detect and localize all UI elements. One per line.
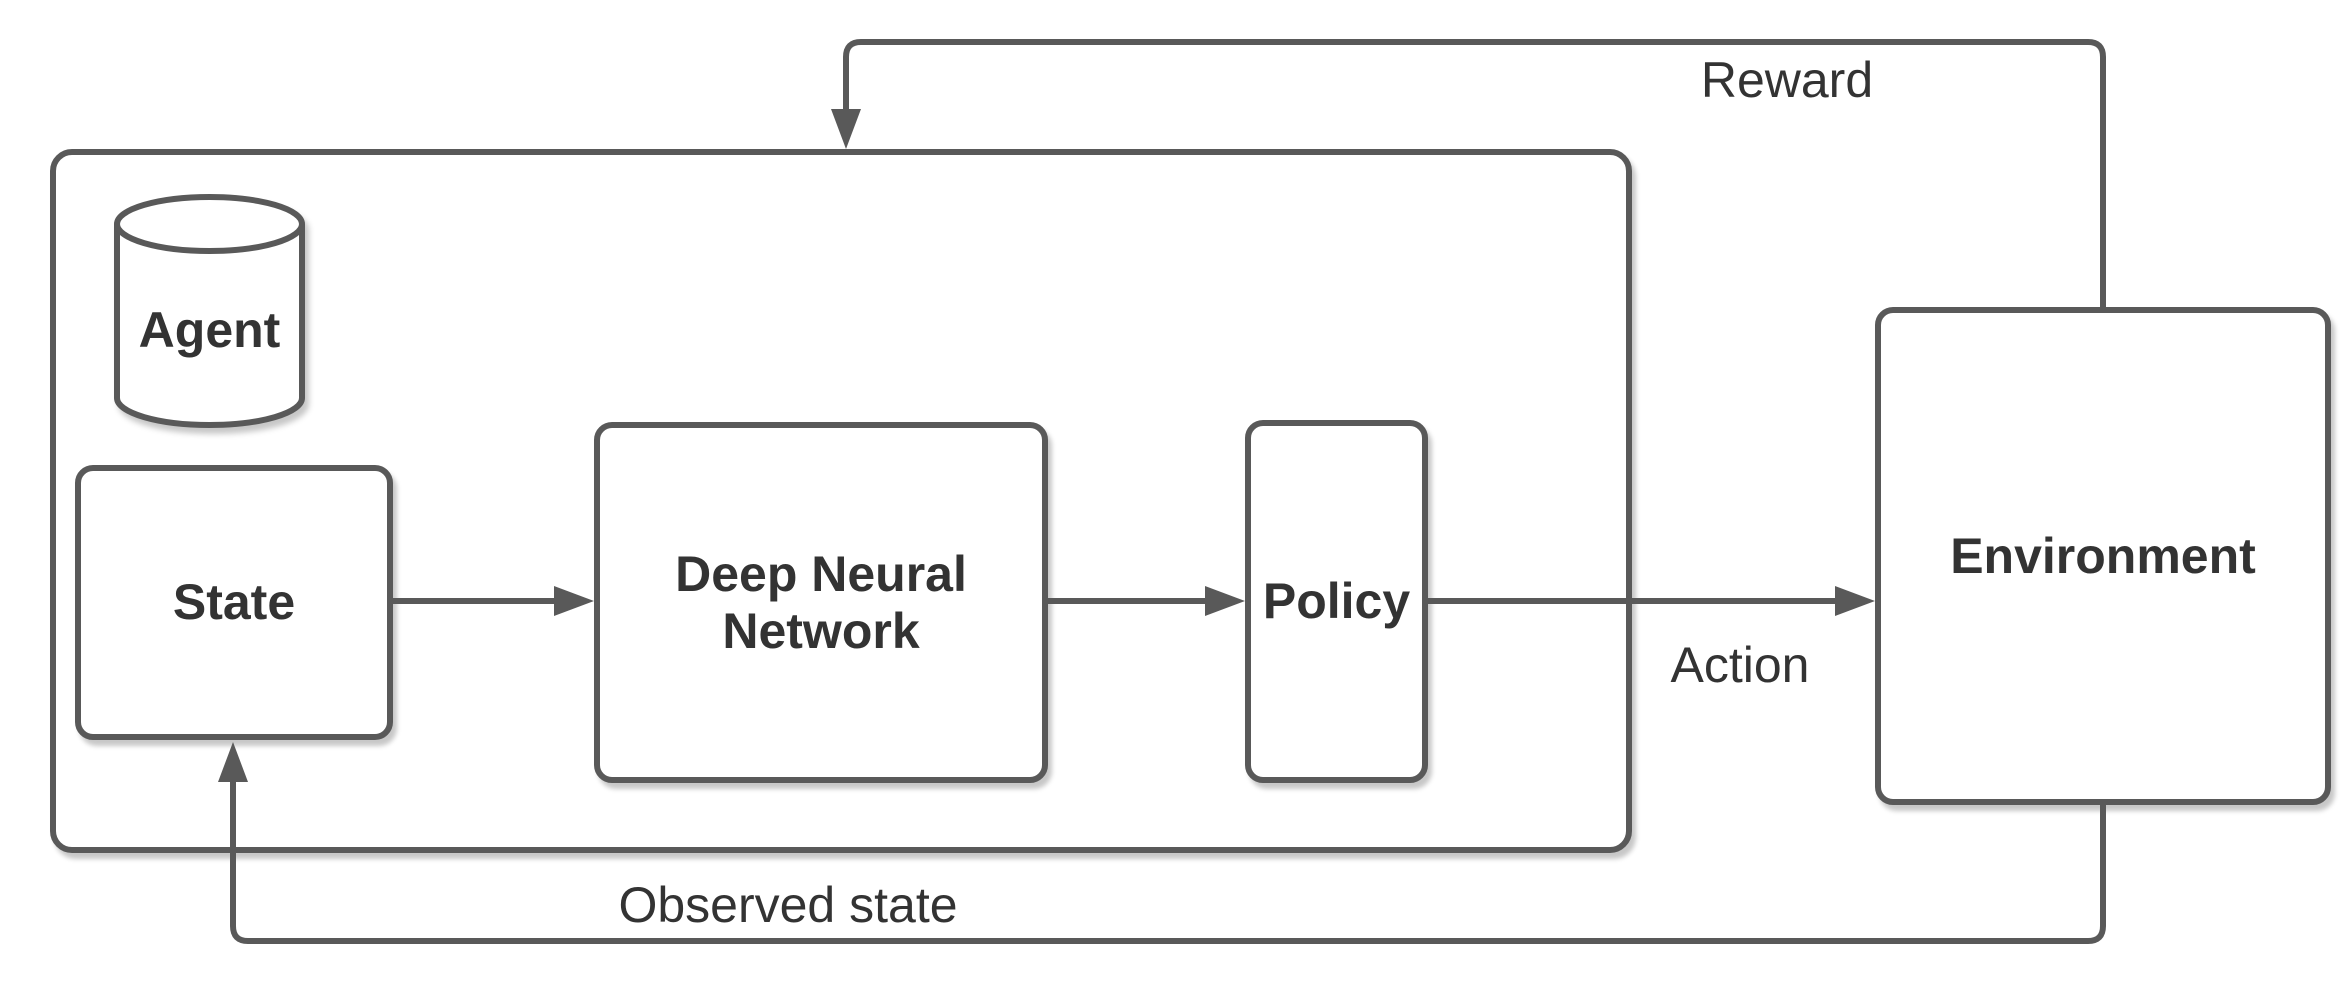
node-deep-neural-network: Deep Neural Network	[594, 422, 1048, 783]
node-state-label: State	[172, 574, 296, 630]
node-agent: Agent	[114, 192, 305, 430]
arrowhead-environment-to-agent	[831, 109, 861, 149]
node-policy-label: Policy	[1262, 573, 1411, 629]
node-agent-label: Agent	[138, 302, 281, 358]
edge-label-action: Action	[1670, 637, 1810, 693]
node-environment-label: Environment	[1950, 527, 2256, 584]
node-state: State	[75, 465, 393, 740]
arrowhead-policy-to-environment	[1835, 586, 1875, 616]
node-policy: Policy	[1245, 420, 1428, 783]
cylinder-icon	[114, 194, 305, 428]
edge-label-observed-state: Observed state	[618, 877, 958, 933]
node-environment: Environment	[1875, 307, 2331, 805]
edge-label-reward: Reward	[1700, 52, 1874, 108]
node-deep-neural-network-label: Deep Neural Network	[675, 545, 967, 659]
